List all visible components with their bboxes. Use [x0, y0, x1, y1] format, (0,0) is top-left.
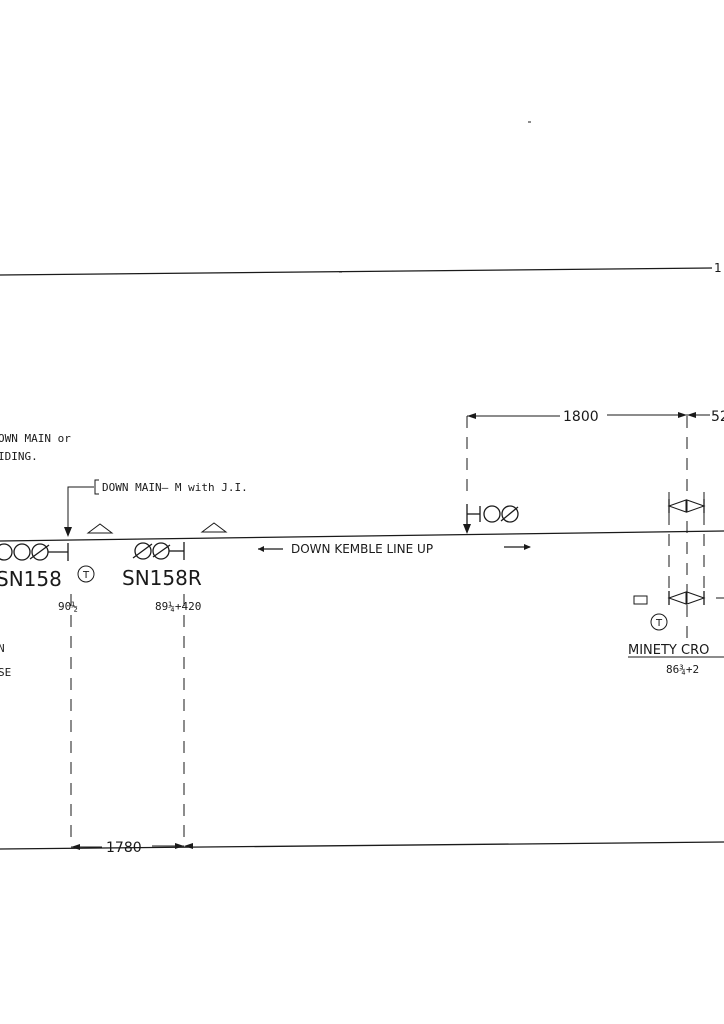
telephone-symbol: T [650, 613, 668, 631]
dimension-52-label: 52 [711, 409, 724, 425]
minety-crossing-label: MINETY CRO [628, 643, 709, 658]
signal-sn158-label: SN158 [0, 567, 62, 591]
svg-text:T: T [655, 618, 663, 629]
line-direction-label: DOWN KEMBLE LINE UP [258, 542, 531, 556]
dimension-1780: 1780 [71, 840, 193, 856]
signal-sn158r-label: SN158R [122, 566, 202, 590]
telephone-symbol: T [77, 565, 95, 583]
mileage-sn158: 90½ [58, 600, 78, 613]
svg-text:T: T [82, 570, 90, 581]
minety-crossing-mileage: 86¾+2 [666, 663, 699, 676]
aws-ramp-marker [86, 523, 114, 534]
down-main-or-label: OWN MAIN or [0, 432, 71, 445]
junction-indicator-leader [67, 486, 94, 528]
kemble-running-line [0, 530, 724, 542]
partial-label-n: N [0, 642, 5, 655]
upper-border-line [0, 267, 713, 276]
crossing-barrier-lower [667, 591, 724, 605]
mileage-sn158r: 89¼+420 [155, 600, 201, 613]
dimension-1800: 1800 52 [467, 409, 724, 425]
siding-label: IDING. [0, 450, 38, 463]
dimension-1800-label: 1800 [563, 409, 599, 425]
aws-ramp-marker [200, 522, 228, 533]
signal-head-sn158r [132, 542, 185, 560]
junction-indicator-bracket [94, 479, 99, 495]
signal-head-sn158 [0, 543, 69, 561]
lower-border-line [0, 841, 724, 850]
svg-text:DOWN KEMBLE LINE UP: DOWN KEMBLE LINE UP [291, 542, 433, 556]
signal-head-crossing-approach [463, 504, 519, 534]
crossing-equipment-box [633, 595, 648, 605]
crossing-barrier-upper [667, 499, 706, 513]
down-main-m-label: DOWN MAIN– M with J.I. [102, 481, 248, 494]
leader-arrowhead [64, 527, 72, 537]
partial-label-se: SE [0, 666, 11, 679]
dimension-1780-label: 1780 [106, 840, 142, 856]
border-mark: 1 [714, 261, 722, 275]
